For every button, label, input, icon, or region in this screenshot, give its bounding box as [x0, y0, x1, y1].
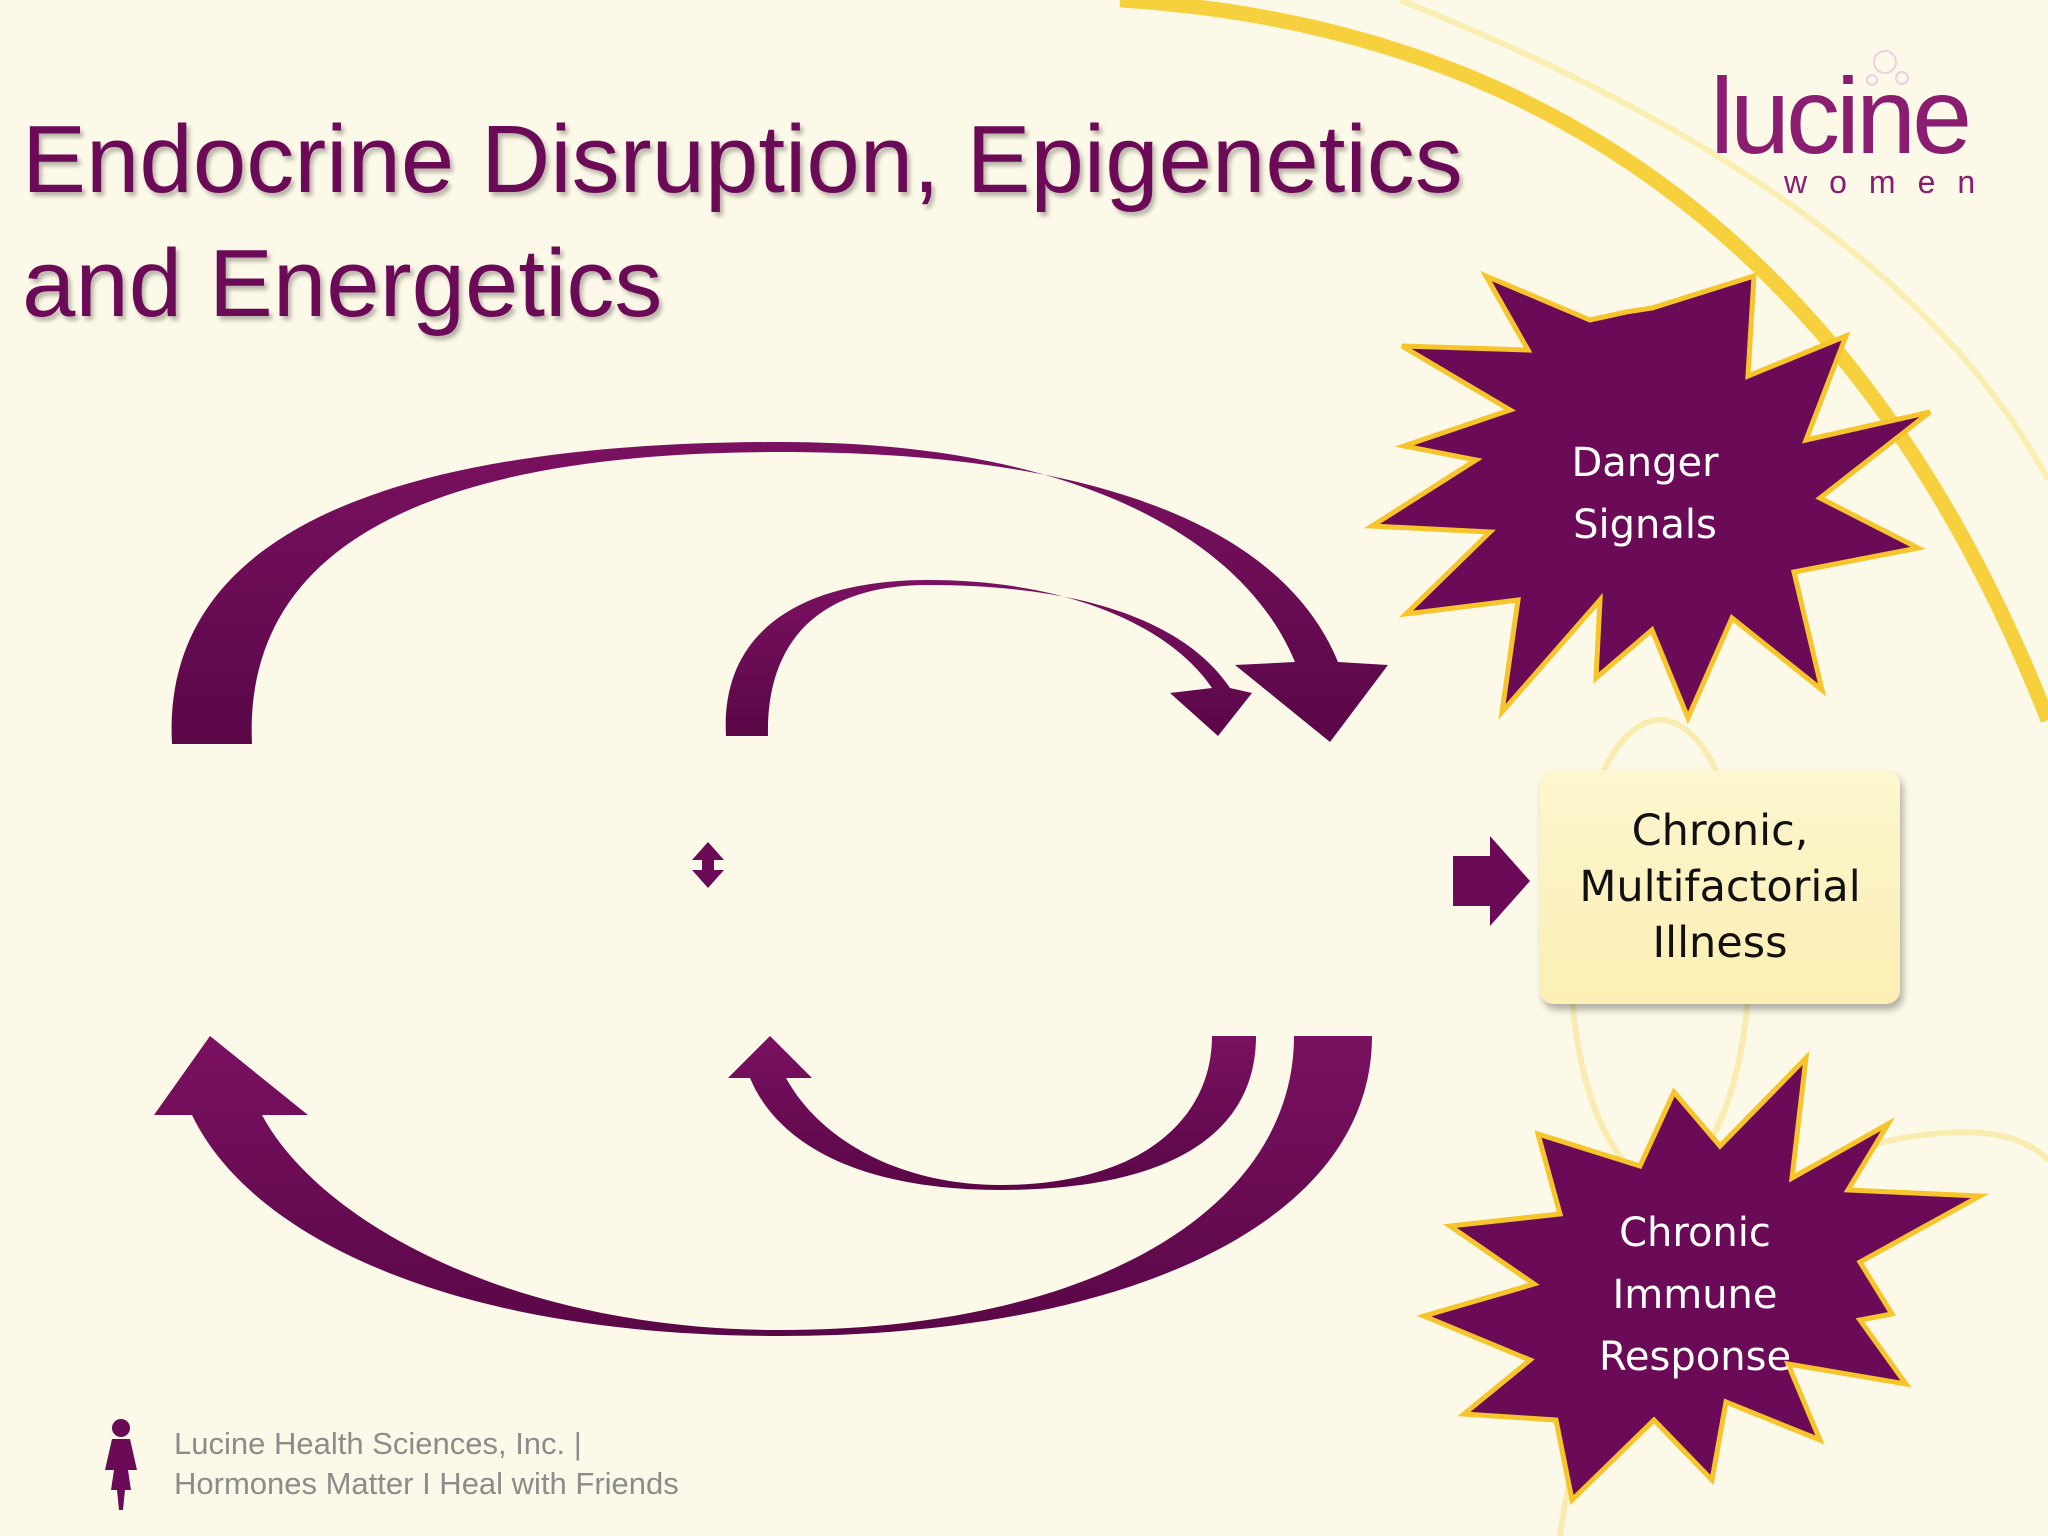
- chronic-immune-line2: Immune: [1612, 1272, 1778, 1318]
- small-bottom-arc-arrow: [728, 1036, 1256, 1190]
- chronic-immune-line3: Response: [1598, 1334, 1792, 1380]
- danger-signals-line2: Signals: [1573, 502, 1717, 548]
- chronic-immune-line1: Chronic: [1619, 1210, 1771, 1256]
- chronic-illness-box: Chronic, Multifactorial Illness: [1540, 770, 1900, 1004]
- chronic-illness-line2: Multifactorial: [1579, 862, 1861, 912]
- small-top-arc-arrow: [725, 580, 1252, 736]
- footer-company: Lucine Health Sciences, Inc. |: [174, 1426, 582, 1461]
- chronic-immune-label: Chronic Immune Response: [1560, 1202, 1830, 1388]
- page-title-line1: Endocrine Disruption, Epigenetics: [22, 106, 1463, 213]
- danger-signals-label: Danger Signals: [1510, 432, 1780, 556]
- page-title-line2: and Energetics: [22, 230, 663, 337]
- lucine-logo-subtitle: women: [1784, 164, 1998, 200]
- chronic-illness-label: Chronic, Multifactorial Illness: [1540, 803, 1900, 971]
- footer-tagline: Hormones Matter I Heal with Friends: [174, 1466, 679, 1501]
- right-block-arrow: [1453, 836, 1530, 926]
- lucine-logo: lucine: [1710, 55, 1972, 176]
- woman-icon: [105, 1419, 137, 1510]
- chronic-illness-line3: Illness: [1652, 918, 1788, 968]
- danger-signals-line1: Danger: [1571, 440, 1719, 486]
- chronic-illness-line1: Chronic,: [1631, 806, 1809, 856]
- double-headed-arrow: [692, 842, 724, 888]
- danger-signals-star: [1364, 270, 1932, 725]
- chronic-immune-star: [1416, 1051, 1989, 1506]
